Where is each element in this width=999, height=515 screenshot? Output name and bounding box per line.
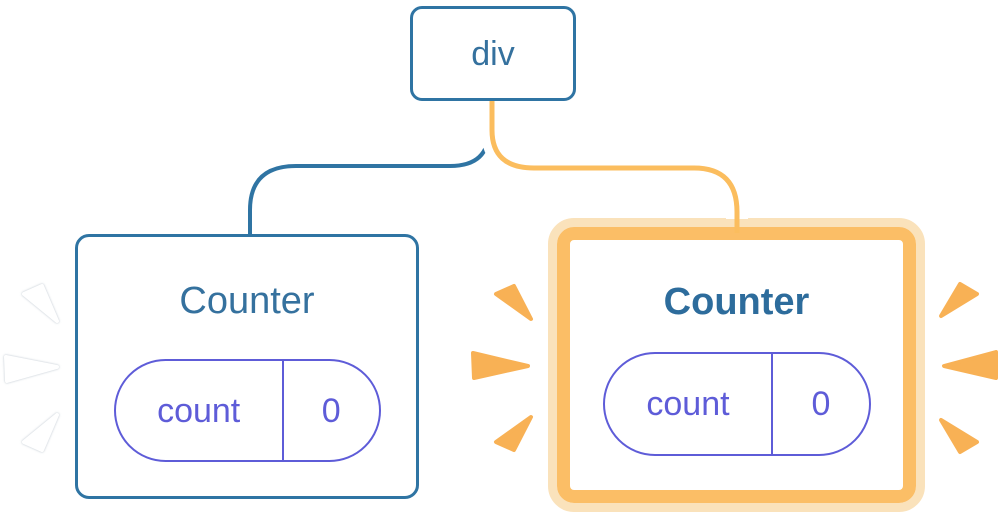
state-value: 0 — [811, 385, 831, 423]
root-node-div: div — [410, 6, 576, 101]
render-spark-icon — [4, 355, 59, 383]
counter-title: Counter — [663, 281, 810, 323]
render-spark-icon — [939, 418, 979, 454]
render-spark-icon — [471, 351, 530, 380]
counter-card-inactive: Counter count 0 — [75, 234, 419, 499]
render-spark-icon — [494, 415, 533, 452]
counter-card-active-glow: Counter count 0 — [548, 218, 925, 512]
render-spark-icon — [942, 350, 998, 380]
wire-casing — [481, 101, 748, 219]
orange-spark-burst-right — [939, 282, 998, 454]
state-value: 0 — [321, 391, 341, 430]
orange-spark-burst-left — [471, 284, 533, 452]
counter-title: Counter — [179, 280, 315, 322]
wire-to-right-counter — [489, 101, 740, 233]
state-pill: count 0 — [602, 352, 871, 456]
white-spark-burst — [4, 284, 59, 452]
wire-to-left-counter — [248, 101, 491, 236]
render-spark-icon — [939, 282, 979, 318]
counter-card-active: Counter count 0 — [557, 227, 916, 503]
state-pill: count 0 — [113, 359, 381, 462]
render-spark-icon — [22, 284, 59, 323]
state-key-label: count — [605, 354, 774, 454]
root-node-label: div — [471, 34, 515, 73]
render-spark-icon — [494, 284, 533, 321]
state-key-label: count — [116, 361, 284, 460]
render-spark-icon — [22, 413, 59, 452]
